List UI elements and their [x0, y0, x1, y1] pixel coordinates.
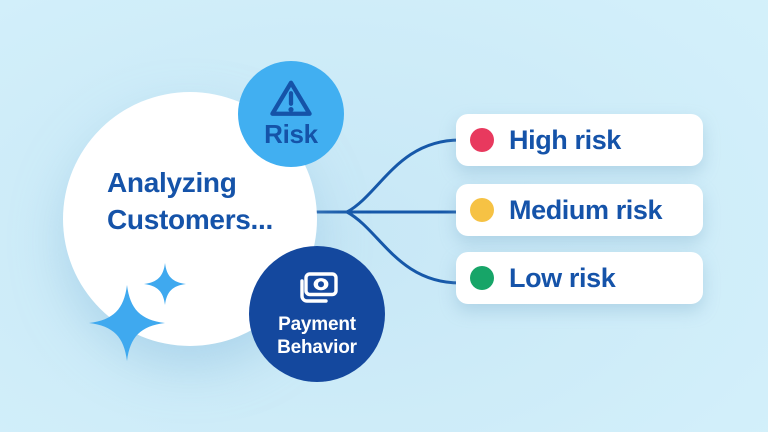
banknote-icon [300, 272, 338, 303]
connector-high-risk [345, 138, 462, 214]
warning-triangle-icon [270, 80, 312, 116]
risk-pill-high: High risk [456, 114, 703, 166]
medium-risk-label: Medium risk [509, 194, 663, 225]
payment-behavior-bubble: Payment Behavior [249, 246, 385, 382]
risk-bubble: Risk [238, 61, 344, 167]
low-risk-dot [470, 266, 494, 290]
risk-bubble-label: Risk [264, 119, 318, 149]
payment-bubble-label-line1: Payment [278, 314, 356, 335]
risk-pill-low: Low risk [456, 252, 703, 304]
medium-risk-dot [470, 198, 494, 222]
payment-bubble-label: Payment Behavior [277, 313, 357, 359]
low-risk-label: Low risk [509, 262, 616, 293]
main-title-line1: Analyzing [107, 167, 237, 198]
main-title: Analyzing Customers... [107, 164, 273, 238]
high-risk-label: High risk [509, 124, 621, 155]
high-risk-dot [470, 128, 494, 152]
risk-pill-medium: Medium risk [456, 184, 703, 236]
main-title-line2: Customers... [107, 204, 273, 235]
payment-bubble-label-line2: Behavior [277, 337, 357, 358]
